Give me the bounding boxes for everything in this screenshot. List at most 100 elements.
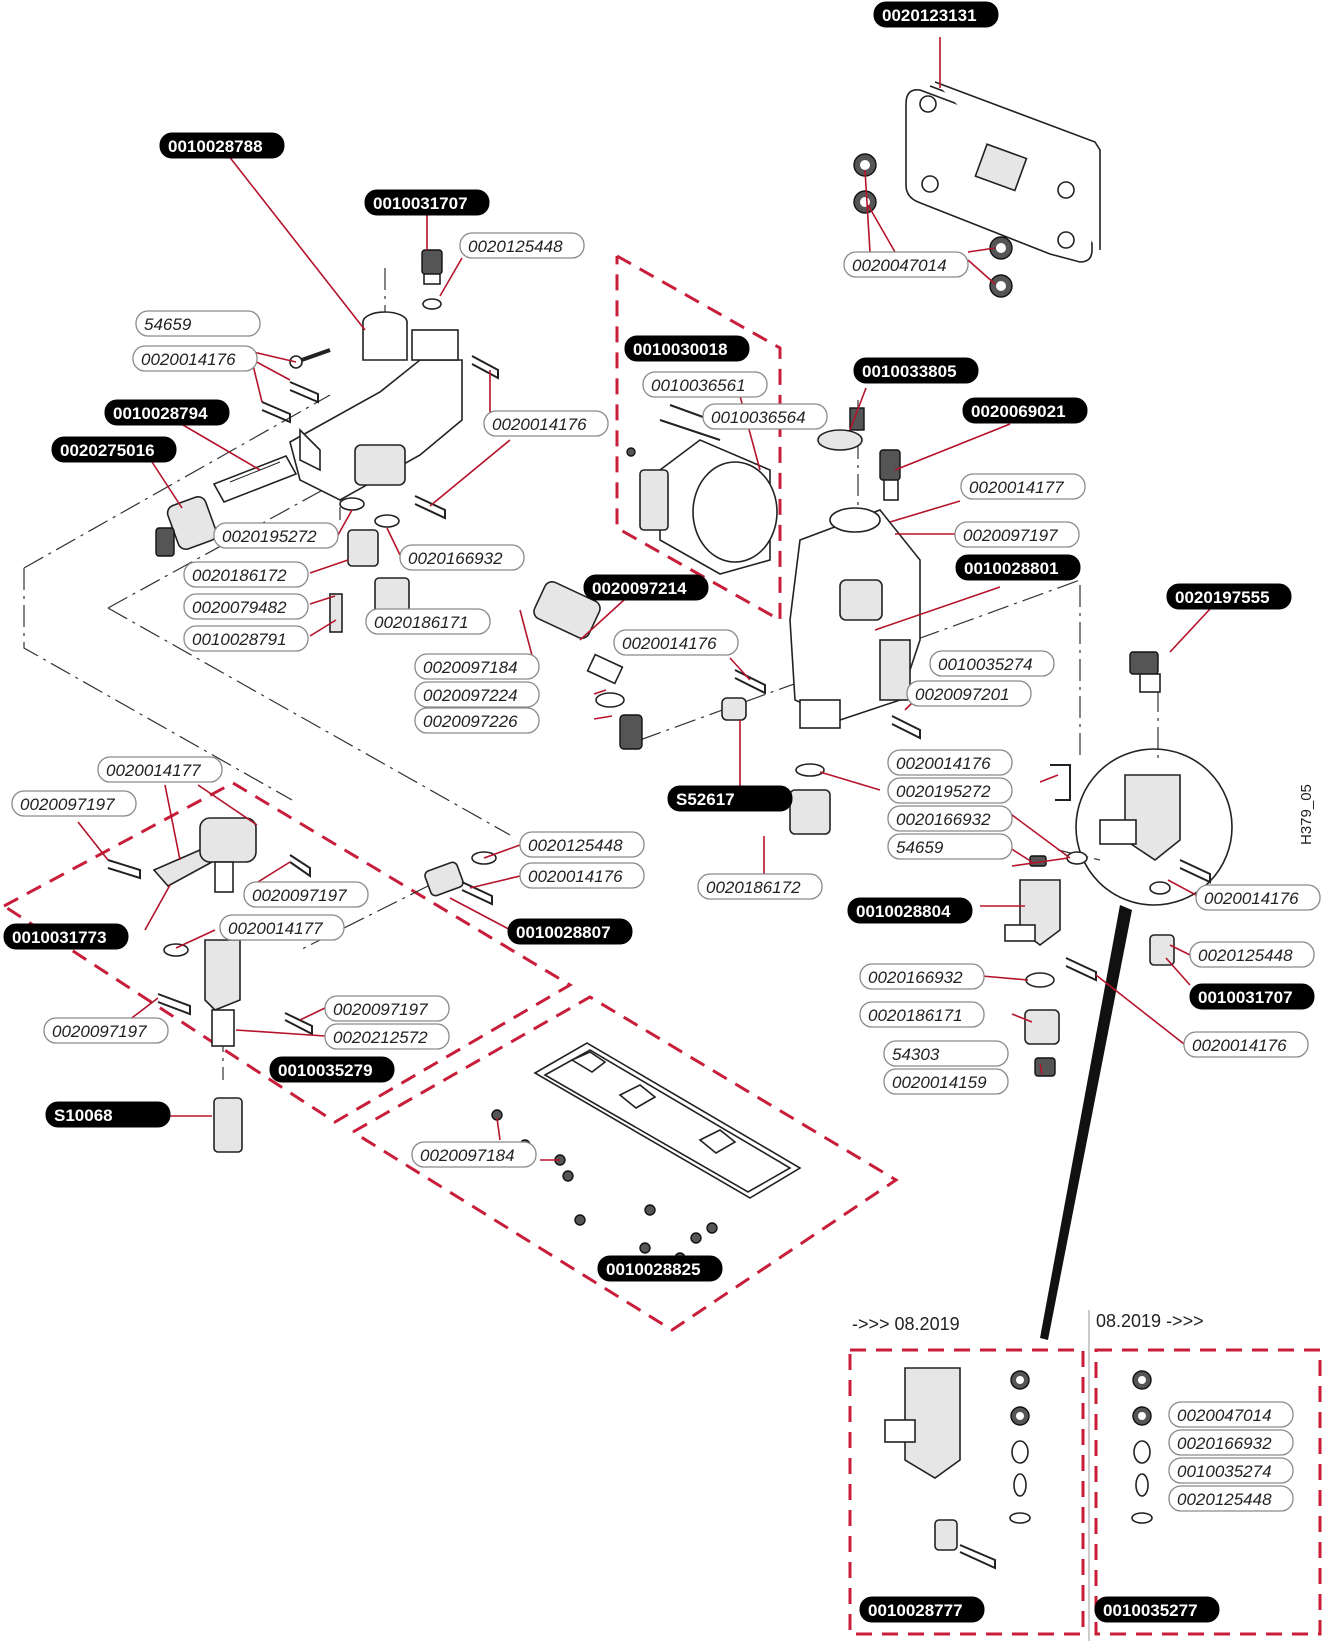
part-label[interactable]: 0010028794 [104, 399, 230, 426]
part-label[interactable]: 0020014176 [1195, 884, 1321, 911]
part-label[interactable]: 0020079482 [183, 593, 309, 620]
part-label[interactable]: 0010035274 [929, 650, 1055, 677]
part-label[interactable]: 0020069021 [962, 397, 1088, 424]
part-label[interactable]: 0020125448 [459, 232, 585, 259]
part-label[interactable]: 0020097201 [906, 680, 1032, 707]
part-label[interactable]: 0020097197 [43, 1017, 169, 1044]
part-label[interactable]: 0010036564 [702, 403, 828, 430]
part-label[interactable]: 0010028801 [955, 554, 1081, 581]
before-2019-header: ->>> 08.2019 [852, 1314, 960, 1334]
part-label[interactable]: 0020166932 [399, 544, 525, 571]
svg-text:0020014176: 0020014176 [1204, 889, 1299, 908]
part-label[interactable]: 0010028807 [507, 918, 633, 945]
heat-exchanger [905, 81, 1101, 263]
svg-text:0010035277: 0010035277 [1103, 1601, 1198, 1620]
part-label[interactable]: 0020275016 [51, 436, 177, 463]
part-label[interactable]: 0020212572 [324, 1023, 450, 1050]
svg-text:0020097197: 0020097197 [20, 795, 115, 814]
part-label[interactable]: 0010031707 [1189, 983, 1315, 1010]
part-label[interactable]: 0020097184 [414, 653, 540, 680]
return-manifold [289, 311, 463, 501]
svg-text:0020212572: 0020212572 [333, 1028, 428, 1047]
part-label[interactable]: 0020014177 [960, 473, 1086, 500]
part-label[interactable]: 0020166932 [1168, 1429, 1294, 1456]
part-label[interactable]: 0020166932 [859, 963, 985, 990]
part-label[interactable]: 0020125448 [1189, 941, 1315, 968]
part-label[interactable]: 0020014176 [132, 345, 258, 372]
part-label[interactable]: 0010030018 [624, 335, 750, 362]
part-labels: 0020123131 0010028788 0010031707 0020125… [3, 1, 1321, 1623]
part-label[interactable]: 0020186171 [859, 1001, 985, 1028]
svg-text:0020097226: 0020097226 [423, 712, 518, 731]
part-label[interactable]: 0020166932 [887, 805, 1013, 832]
fan-unit [626, 404, 778, 575]
svg-text:0020186171: 0020186171 [374, 613, 469, 632]
svg-text:54659: 54659 [896, 838, 944, 857]
svg-text:0010028794: 0010028794 [113, 404, 208, 423]
part-label[interactable]: 0020123131 [873, 1, 999, 28]
part-label[interactable]: 0010028788 [159, 132, 285, 159]
part-label[interactable]: 0020197555 [1166, 583, 1292, 610]
svg-text:0020186171: 0020186171 [868, 1006, 963, 1025]
part-label[interactable]: 0020195272 [213, 522, 339, 549]
part-label[interactable]: 0020097226 [414, 707, 540, 734]
part-label[interactable]: 0010028825 [597, 1255, 723, 1282]
part-label[interactable]: 0020125448 [1168, 1485, 1294, 1512]
part-label[interactable]: 54659 [887, 833, 1013, 860]
svg-text:0020097197: 0020097197 [52, 1022, 147, 1041]
svg-text:0020014159: 0020014159 [892, 1073, 987, 1092]
part-label[interactable]: 0010035277 [1094, 1596, 1220, 1623]
part-label[interactable]: 0010028777 [859, 1596, 985, 1623]
svg-text:0020014176: 0020014176 [141, 350, 236, 369]
part-label[interactable]: 0020186171 [365, 608, 491, 635]
part-label[interactable]: 0020097197 [243, 881, 369, 908]
part-label[interactable]: 0010028791 [183, 625, 309, 652]
svg-text:0020186172: 0020186172 [706, 878, 801, 897]
part-label[interactable]: 0020097224 [414, 681, 540, 708]
part-label[interactable]: 0020014177 [97, 756, 223, 783]
part-label[interactable]: 54659 [135, 310, 261, 337]
svg-text:0020097224: 0020097224 [423, 686, 518, 705]
part-label[interactable]: 0010036561 [642, 371, 768, 398]
part-label[interactable]: S10068 [45, 1101, 171, 1128]
svg-text:0020097184: 0020097184 [423, 658, 518, 677]
part-label[interactable]: 0020097197 [954, 521, 1080, 548]
svg-text:S52617: S52617 [676, 790, 735, 809]
valve-group-outline [3, 781, 573, 1124]
drain-tap [155, 496, 218, 557]
part-label[interactable]: 0010033805 [853, 357, 979, 384]
svg-text:0010028807: 0010028807 [516, 923, 611, 942]
part-label[interactable]: 0010031773 [3, 923, 129, 950]
part-label[interactable]: 0020125448 [519, 831, 645, 858]
part-label[interactable]: 0020097197 [11, 790, 137, 817]
part-label[interactable]: 0020186172 [183, 561, 309, 588]
part-label[interactable]: 0020014176 [887, 749, 1013, 776]
part-label[interactable]: S52617 [667, 785, 793, 812]
part-label[interactable]: 0010035274 [1168, 1457, 1294, 1484]
after-2019-header: 08.2019 ->>> [1096, 1311, 1204, 1331]
svg-text:0020069021: 0020069021 [971, 402, 1066, 421]
drawing-code: H379_05 [1298, 784, 1315, 845]
part-label[interactable]: 0010035279 [269, 1056, 395, 1083]
part-label[interactable]: 0020097214 [583, 574, 709, 601]
part-label[interactable]: 0020014176 [1183, 1031, 1309, 1058]
part-label[interactable]: 0010031707 [364, 189, 490, 216]
clips-left [261, 355, 499, 520]
part-label[interactable]: 0020186172 [697, 873, 823, 900]
temp-sensor [817, 407, 865, 451]
part-label[interactable]: 0020014176 [519, 862, 645, 889]
part-label[interactable]: 0020047014 [843, 251, 969, 278]
part-label[interactable]: 0020014177 [219, 914, 345, 941]
part-label[interactable]: 0020097184 [411, 1141, 537, 1168]
part-label[interactable]: 0020097197 [324, 995, 450, 1022]
part-label[interactable]: 0020047014 [1168, 1401, 1294, 1428]
part-label[interactable]: 0020195272 [887, 777, 1013, 804]
part-label[interactable]: 0020014176 [613, 629, 739, 656]
part-label[interactable]: 0020014159 [883, 1068, 1009, 1095]
part-label[interactable]: 0010028804 [847, 897, 973, 924]
svg-text:0010031707: 0010031707 [1198, 988, 1293, 1007]
svg-text:0010031773: 0010031773 [12, 928, 107, 947]
part-label[interactable]: 0020014176 [483, 410, 609, 437]
heat-exchanger-seals [853, 153, 1013, 298]
part-label[interactable]: 54303 [883, 1040, 1009, 1067]
